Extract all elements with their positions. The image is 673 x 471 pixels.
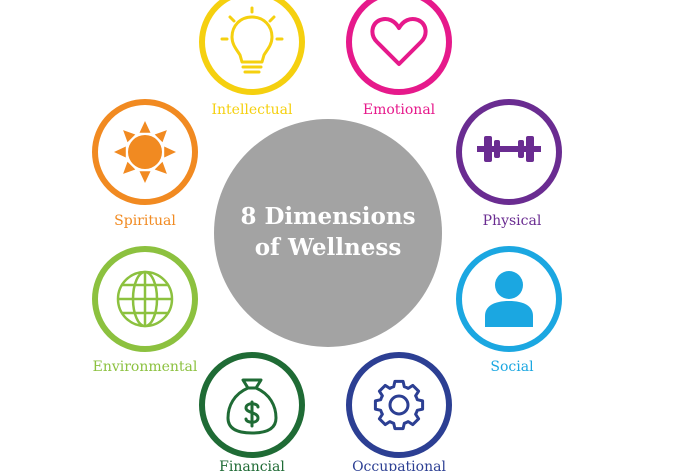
physical-ring [456,99,562,205]
emotional-ring [346,0,452,95]
center-title-line-2: of Wellness [255,234,402,261]
social-label: Social [490,359,534,375]
center-circle [214,119,442,347]
occupational-label: Occupational [352,459,446,471]
dimension-emotional: Emotional [346,0,452,118]
social-ring [456,246,562,352]
spiritual-ring [92,99,198,205]
person-icon [485,271,533,327]
occupational-ring [346,352,452,458]
intellectual-label: Intellectual [211,102,293,118]
emotional-label: Emotional [363,102,436,118]
dimension-environmental: Environmental [92,246,198,375]
dimension-occupational: Occupational [346,352,452,471]
center-title-line-1: 8 Dimensions [240,203,415,230]
environmental-label: Environmental [93,359,198,375]
dimension-social: Social [456,246,562,375]
intellectual-ring [199,0,305,95]
lightbulb-icon [220,6,284,74]
financial-label: Financial [219,459,285,471]
dimension-intellectual: Intellectual [199,0,305,118]
environmental-ring [92,246,198,352]
money-bag-icon [226,378,278,435]
dimension-spiritual: Spiritual [92,99,198,229]
gear-icon [373,379,425,431]
center-hub: 8 Dimensions of Wellness [214,119,442,347]
spiritual-label: Spiritual [114,213,176,229]
heart-icon [370,17,428,66]
globe-icon [116,270,174,328]
sun-icon [114,121,176,183]
financial-ring [199,352,305,458]
dimension-financial: Financial [199,352,305,471]
dumbbell-icon [477,136,541,162]
physical-label: Physical [483,213,542,229]
dimension-physical: Physical [456,99,562,229]
